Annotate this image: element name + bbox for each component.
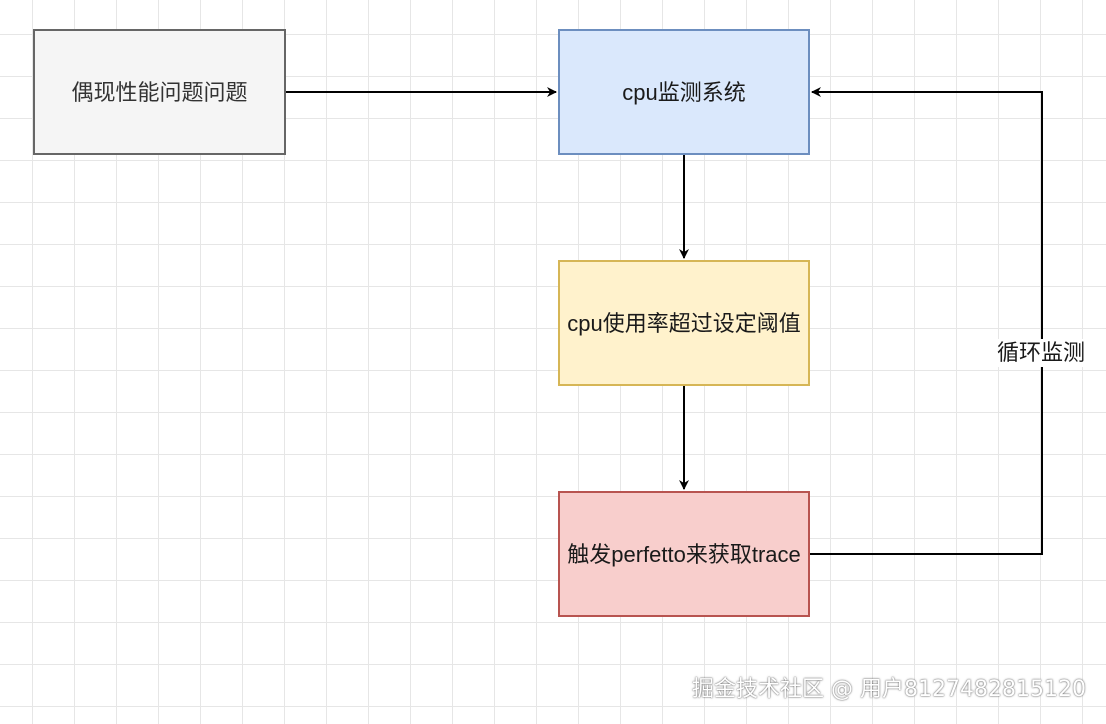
- node-cpu-threshold-exceeded[interactable]: cpu使用率超过设定阈值: [558, 260, 810, 386]
- node-label: cpu使用率超过设定阈值: [567, 310, 801, 336]
- node-trigger-perfetto-trace[interactable]: 触发perfetto来获取trace: [558, 491, 810, 617]
- edge-loop-trigger-to-monitor: [810, 87, 1043, 555]
- loop-monitor-label: 循环监测: [985, 339, 1097, 367]
- node-cpu-monitor-system[interactable]: cpu监测系统: [558, 29, 810, 155]
- node-label: cpu监测系统: [622, 79, 746, 105]
- node-intermittent-perf-issue[interactable]: 偶现性能问题问题: [33, 29, 286, 155]
- node-label: 偶现性能问题问题: [71, 79, 248, 105]
- node-label: 触发perfetto来获取trace: [567, 541, 801, 567]
- watermark: 掘金技术社区 @ 用户8127482815120: [692, 677, 1086, 702]
